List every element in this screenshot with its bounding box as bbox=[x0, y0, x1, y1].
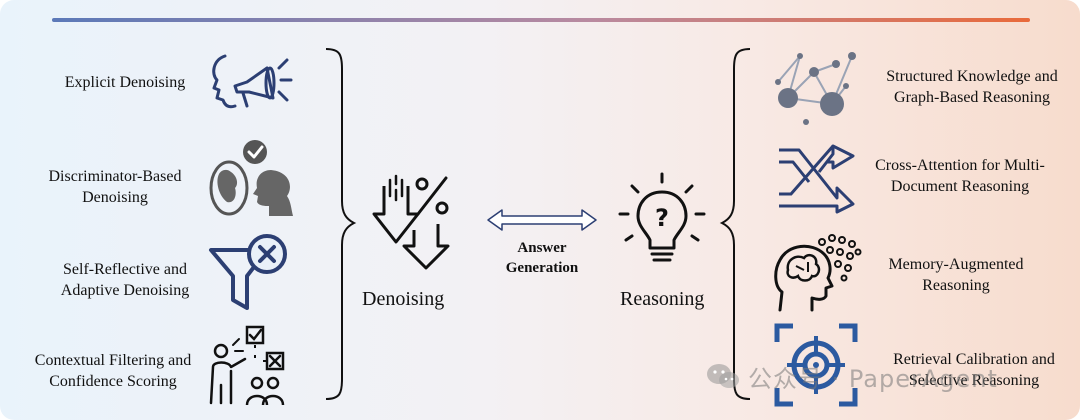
shuffle-cross-arrows-icon bbox=[779, 144, 855, 214]
watermark-text: 公众号 · PaperAgent bbox=[748, 364, 998, 393]
left-label-line1: Self-Reflective and bbox=[63, 261, 187, 278]
answer-label-line1: Answer bbox=[517, 240, 567, 256]
right-label-line1: Structured Knowledge and bbox=[886, 68, 1058, 85]
left-label-discriminator: Discriminator-Based Denoising bbox=[30, 166, 200, 208]
right-label-line2: Graph-Based Reasoning bbox=[894, 89, 1050, 106]
right-label-memory-augmented: Memory-Augmented Reasoning bbox=[856, 254, 1056, 296]
brain-memory-head-icon bbox=[774, 234, 862, 312]
mirror-heads-check-icon bbox=[209, 140, 293, 216]
left-label-line1: Explicit Denoising bbox=[64, 74, 186, 91]
left-label-line2: Adaptive Denoising bbox=[60, 282, 190, 299]
presenter-audience-choice-icon bbox=[209, 325, 285, 406]
right-side-curly-brace bbox=[719, 48, 751, 400]
right-label-line1: Retrieval Calibration and bbox=[893, 351, 1055, 368]
svg-text:?: ? bbox=[655, 204, 669, 232]
megaphone-speaker-icon bbox=[212, 54, 293, 109]
top-accent-line bbox=[52, 18, 1030, 22]
wechat-logo-icon bbox=[707, 364, 739, 388]
right-label-line2: Reasoning bbox=[922, 277, 990, 294]
left-label-line2: Confidence Scoring bbox=[49, 373, 177, 390]
answer-label-line2: Generation bbox=[505, 260, 579, 276]
double-headed-arrow bbox=[487, 209, 597, 231]
right-label-retrieval-calibration: Retrieval Calibration and Selective Reas… bbox=[874, 349, 1074, 391]
left-label-explicit-denoising: Explicit Denoising bbox=[40, 72, 210, 93]
left-label-line1: Contextual Filtering and bbox=[34, 352, 192, 369]
reasoning-label: Reasoning bbox=[620, 288, 705, 310]
right-label-line1: Memory-Augmented bbox=[888, 256, 1024, 273]
denoising-label: Denoising bbox=[362, 288, 445, 310]
left-label-line1: Discriminator-Based bbox=[48, 168, 182, 185]
right-label-structured-knowledge: Structured Knowledge and Graph-Based Rea… bbox=[872, 66, 1072, 108]
right-label-cross-attention: Cross-Attention for Multi- Document Reas… bbox=[860, 155, 1060, 197]
funnel-filter-x-icon bbox=[209, 234, 287, 310]
right-label-line2: Document Reasoning bbox=[890, 178, 1030, 195]
right-label-line2: Selective Reasoning bbox=[908, 372, 1040, 389]
watermark: 公众号 · PaperAgent bbox=[706, 358, 998, 394]
down-arrows-percent-icon bbox=[372, 174, 450, 270]
left-label-contextual-filtering: Contextual Filtering and Confidence Scor… bbox=[18, 350, 208, 392]
left-curly-brace bbox=[325, 48, 357, 400]
knowledge-graph-nodes-icon bbox=[775, 52, 856, 125]
target-crosshair-icon bbox=[774, 323, 858, 407]
lightbulb-question-icon: ? bbox=[618, 172, 706, 262]
left-label-line2: Denoising bbox=[82, 189, 148, 206]
answer-generation-label: Answer Generation bbox=[490, 238, 594, 278]
right-label-line1: Cross-Attention for Multi- bbox=[875, 157, 1045, 174]
left-label-self-reflective: Self-Reflective and Adaptive Denoising bbox=[40, 259, 210, 301]
